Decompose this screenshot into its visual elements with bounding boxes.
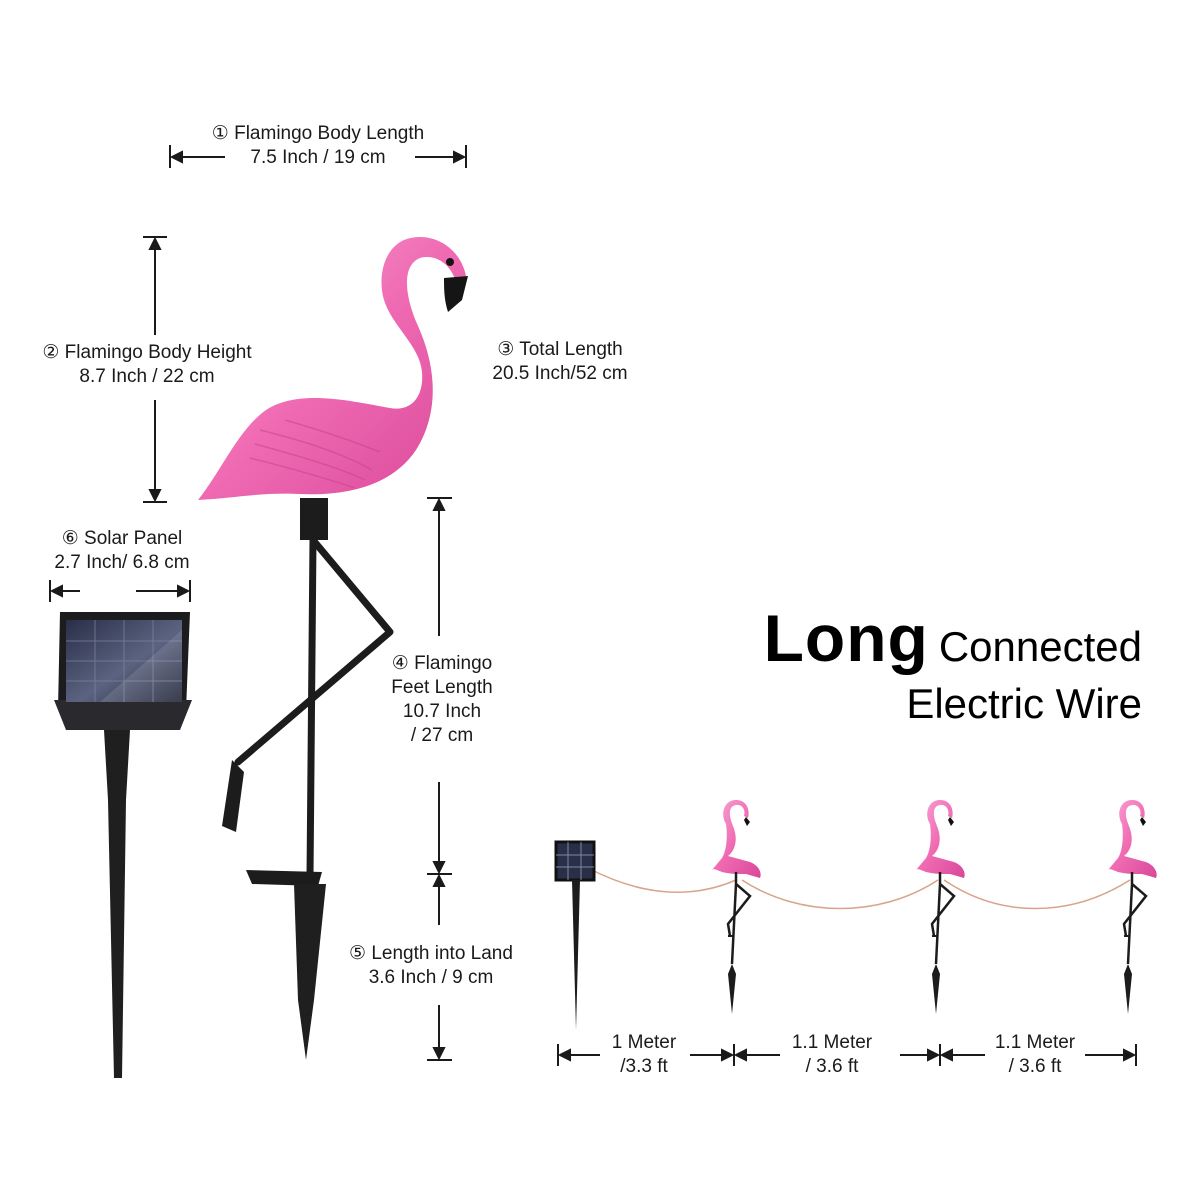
solar-panel-title: ⑥ Solar Panel — [61, 528, 183, 549]
body-length-label: ① Flamingo Body Length 7.5 Inch / 19 cm — [198, 122, 438, 170]
headline-bold-word: Long — [763, 601, 929, 675]
spacing-dimension-lines — [557, 1044, 1137, 1066]
spacing-3-line2: / 3.6 ft — [1008, 1056, 1062, 1077]
body-height-value: 8.7 Inch / 22 cm — [79, 366, 215, 387]
flamingo-stake — [198, 237, 468, 1060]
body-length-title: ① Flamingo Body Length — [211, 123, 425, 144]
spacing-label-1: 1 Meter /3.3 ft — [594, 1031, 694, 1079]
spacing-3-line1: 1.1 Meter — [994, 1032, 1076, 1053]
spacing-label-3: 1.1 Meter / 3.6 ft — [983, 1031, 1087, 1079]
body-length-dimension-line — [169, 145, 467, 168]
spacing-2-line1: 1.1 Meter — [791, 1032, 873, 1053]
land-length-dimension-line — [427, 873, 452, 1061]
feet-length-line2: Feet Length — [391, 677, 493, 698]
string-light-set — [554, 798, 1158, 1030]
body-height-dimension-line — [143, 236, 167, 503]
spacing-1-line2: /3.3 ft — [620, 1056, 668, 1077]
feet-length-line1: ④ Flamingo — [391, 653, 493, 674]
total-length-title: ③ Total Length — [497, 339, 623, 360]
total-length-value: 20.5 Inch/52 cm — [492, 363, 628, 384]
solar-panel-label: ⑥ Solar Panel 2.7 Inch/ 6.8 cm — [40, 527, 204, 575]
total-length-label: ③ Total Length 20.5 Inch/52 cm — [480, 338, 640, 386]
land-length-title: ⑤ Length into Land — [349, 943, 513, 964]
body-height-title: ② Flamingo Body Height — [42, 342, 252, 363]
spacing-2-line2: / 3.6 ft — [805, 1056, 859, 1077]
spacing-1-line1: 1 Meter — [611, 1032, 677, 1053]
headline-connected-word: Connected — [938, 623, 1142, 670]
headline-row2: Electric Wire — [906, 680, 1142, 727]
land-length-label: ⑤ Length into Land 3.6 Inch / 9 cm — [336, 942, 526, 990]
feet-length-line3: 10.7 Inch — [402, 701, 482, 722]
feet-length-line4: / 27 cm — [410, 725, 474, 746]
body-length-value: 7.5 Inch / 19 cm — [250, 147, 386, 168]
solar-panel-dimension-line — [49, 580, 191, 602]
land-length-value: 3.6 Inch / 9 cm — [368, 967, 494, 988]
feet-length-label: ④ Flamingo Feet Length 10.7 Inch / 27 cm — [380, 652, 504, 748]
spacing-label-2: 1.1 Meter / 3.6 ft — [780, 1031, 884, 1079]
solar-panel — [54, 612, 192, 1078]
solar-panel-value: 2.7 Inch/ 6.8 cm — [54, 552, 190, 573]
feet-length-dimension-line — [427, 497, 452, 875]
body-height-label: ② Flamingo Body Height 8.7 Inch / 22 cm — [22, 341, 272, 389]
